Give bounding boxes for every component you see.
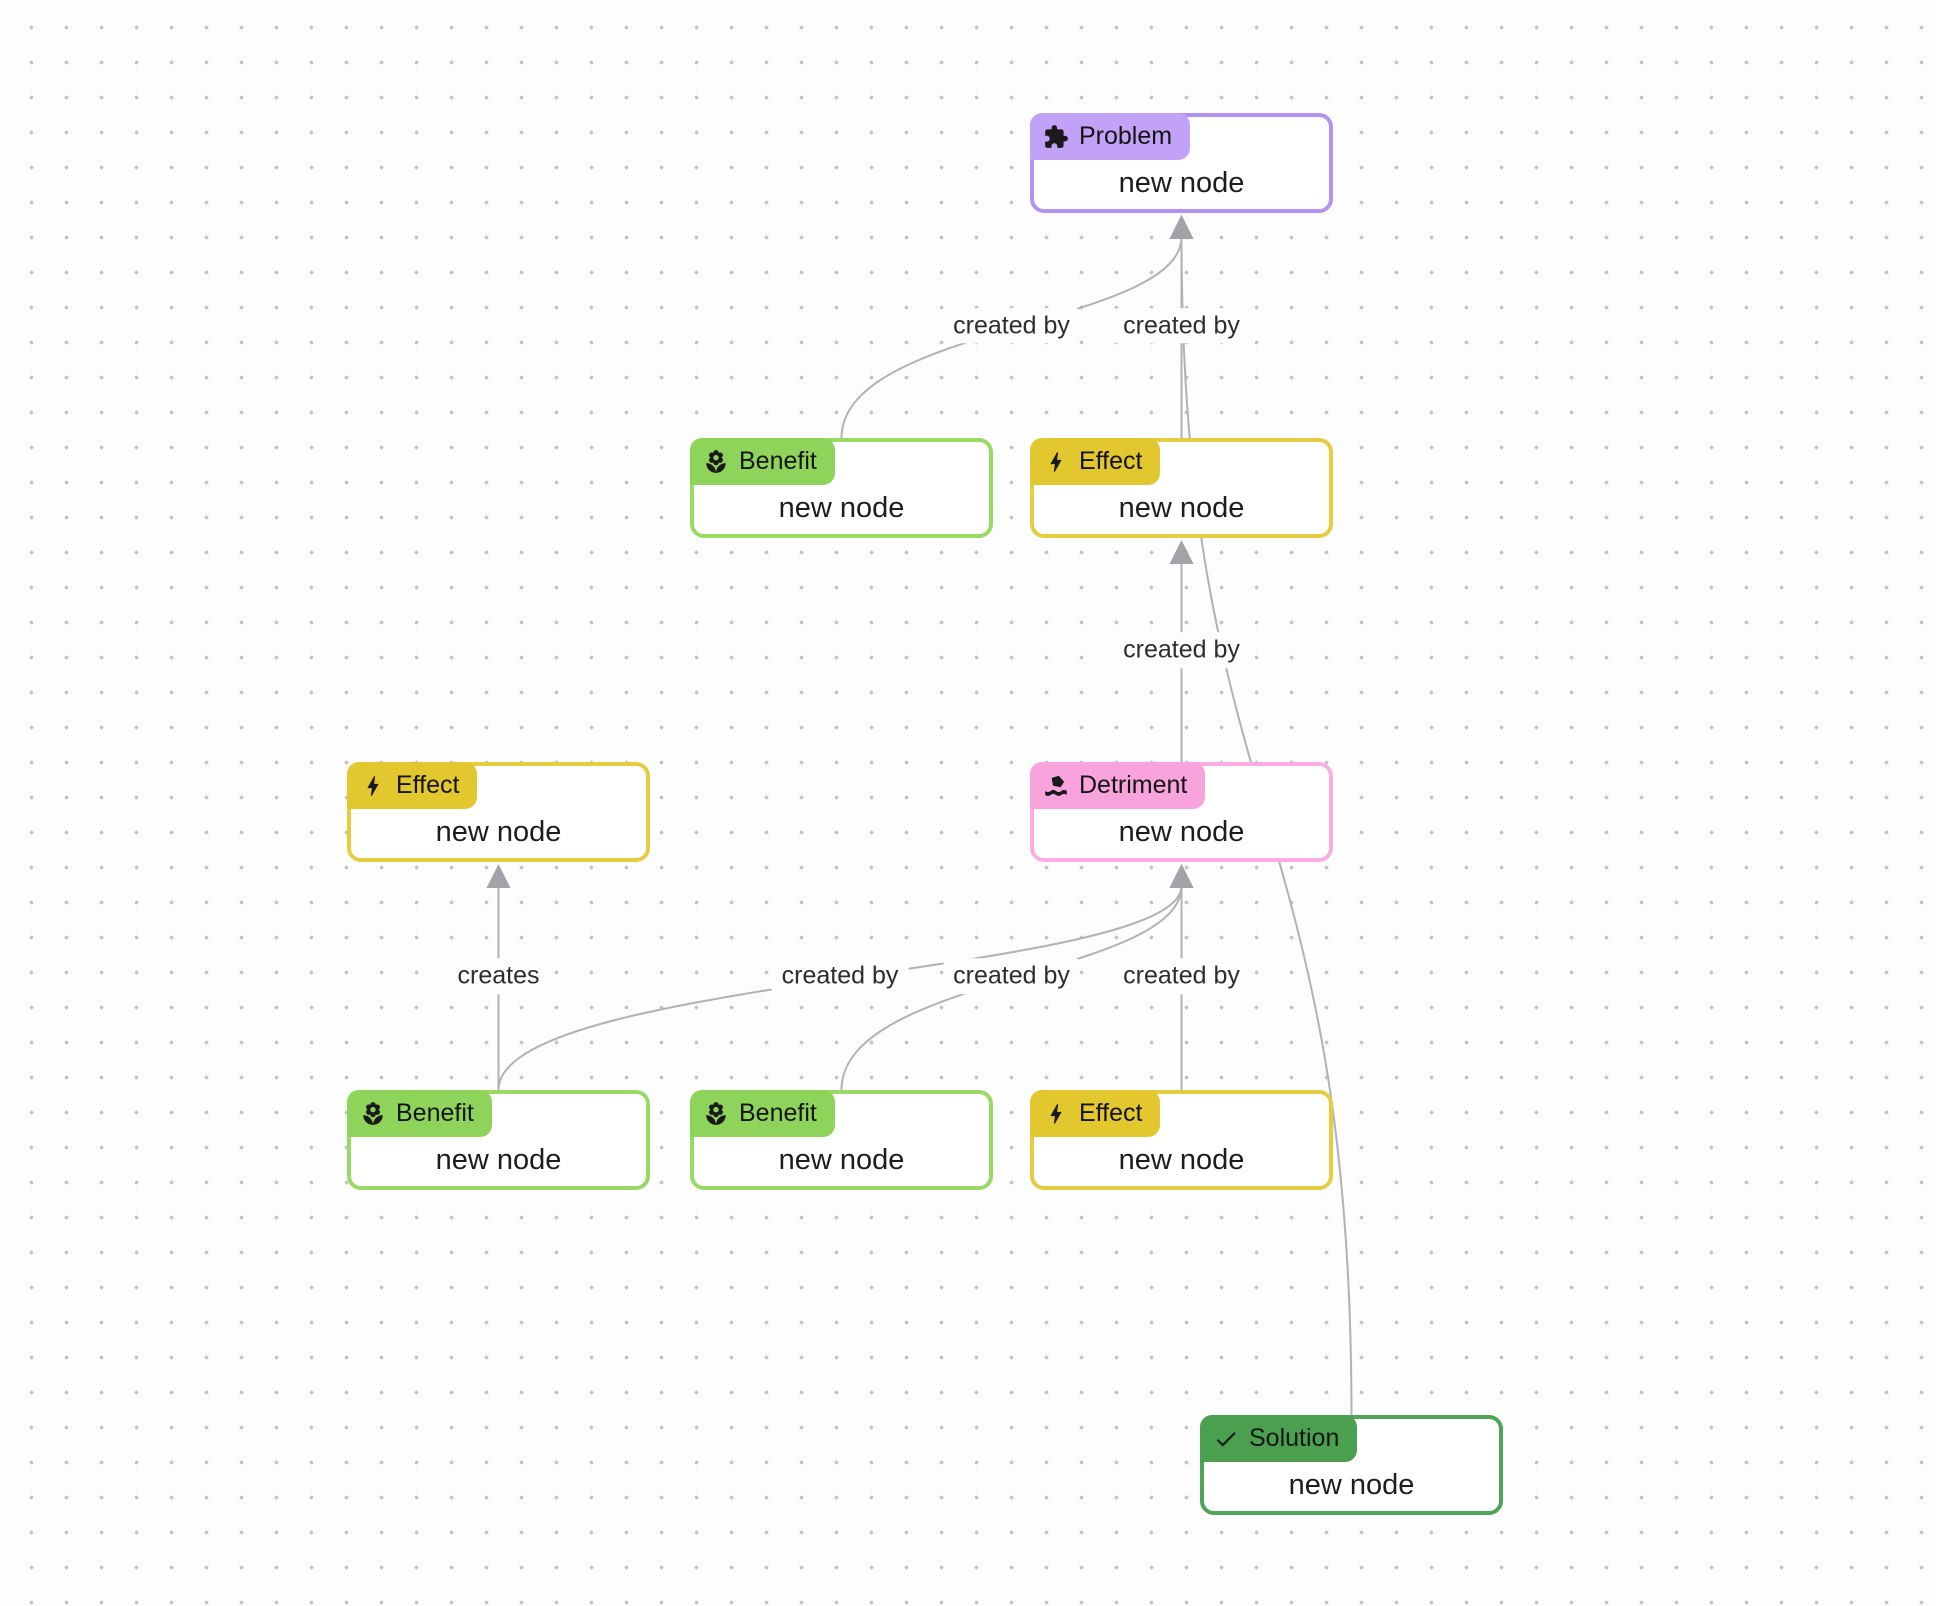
node-title: new node — [1288, 1468, 1415, 1501]
edge-label[interactable]: created by — [1113, 307, 1250, 344]
node-type-badge: Problem — [1030, 113, 1191, 160]
node-title: new node — [435, 815, 562, 848]
flood-icon — [1045, 775, 1067, 796]
node-effect-3[interactable]: Effect new node — [1030, 1090, 1333, 1190]
node-type-badge: Effect — [347, 762, 478, 809]
bolt-icon — [367, 775, 379, 796]
arrowhead-icon — [1169, 864, 1194, 888]
flower-icon — [706, 1101, 726, 1125]
node-type-badge: Benefit — [690, 1090, 835, 1137]
edge-label[interactable]: created by — [943, 307, 1080, 344]
node-type-label: Effect — [1079, 447, 1143, 475]
puzzle-icon — [1045, 124, 1068, 148]
node-solution-1[interactable]: Solution new node — [1200, 1415, 1503, 1515]
arrowhead-icon — [1169, 215, 1194, 239]
node-type-badge: Effect — [1030, 1090, 1161, 1137]
node-type-badge: Benefit — [347, 1090, 492, 1137]
node-effect-1[interactable]: Effect new node — [1030, 438, 1333, 538]
node-effect-2[interactable]: Effect new node — [347, 762, 650, 862]
edge-label[interactable]: created by — [1113, 632, 1250, 668]
node-title: new node — [1118, 815, 1245, 848]
node-problem-1[interactable]: Problem new node — [1030, 113, 1333, 213]
edge-label[interactable]: creates — [447, 958, 550, 994]
node-title: new node — [778, 1143, 905, 1176]
node-type-label: Detriment — [1079, 771, 1188, 799]
node-title: new node — [435, 1143, 562, 1176]
node-title: new node — [1118, 166, 1245, 199]
edge-label[interactable]: created by — [1113, 958, 1250, 994]
node-benefit-3[interactable]: Benefit new node — [690, 1090, 993, 1190]
node-title: new node — [1118, 1143, 1245, 1176]
node-title: new node — [778, 491, 905, 524]
edge-label[interactable]: created by — [771, 958, 909, 994]
flower-icon — [706, 449, 726, 473]
flower-icon — [363, 1101, 383, 1125]
edge-label[interactable]: created by — [943, 958, 1080, 994]
node-type-badge: Benefit — [690, 438, 835, 485]
node-title: new node — [1118, 491, 1245, 524]
bolt-icon — [1050, 451, 1062, 472]
node-type-badge: Effect — [1030, 438, 1161, 485]
arrowhead-icon — [1169, 540, 1194, 564]
node-type-badge: Solution — [1200, 1415, 1358, 1462]
node-type-label: Effect — [1079, 1099, 1143, 1127]
node-type-label: Solution — [1249, 1424, 1340, 1452]
check-icon — [1216, 1431, 1236, 1447]
node-type-label: Problem — [1079, 122, 1173, 150]
node-type-label: Benefit — [739, 1099, 817, 1127]
bolt-icon — [1050, 1103, 1062, 1124]
node-benefit-1[interactable]: Benefit new node — [690, 438, 993, 538]
node-type-badge: Detriment — [1030, 762, 1206, 809]
arrowhead-icon — [486, 864, 511, 888]
node-benefit-2[interactable]: Benefit new node — [347, 1090, 650, 1190]
node-detriment-1[interactable]: Detriment new node — [1030, 762, 1333, 862]
node-type-label: Effect — [396, 771, 460, 799]
node-type-label: Benefit — [739, 447, 817, 475]
node-type-label: Benefit — [396, 1099, 474, 1127]
